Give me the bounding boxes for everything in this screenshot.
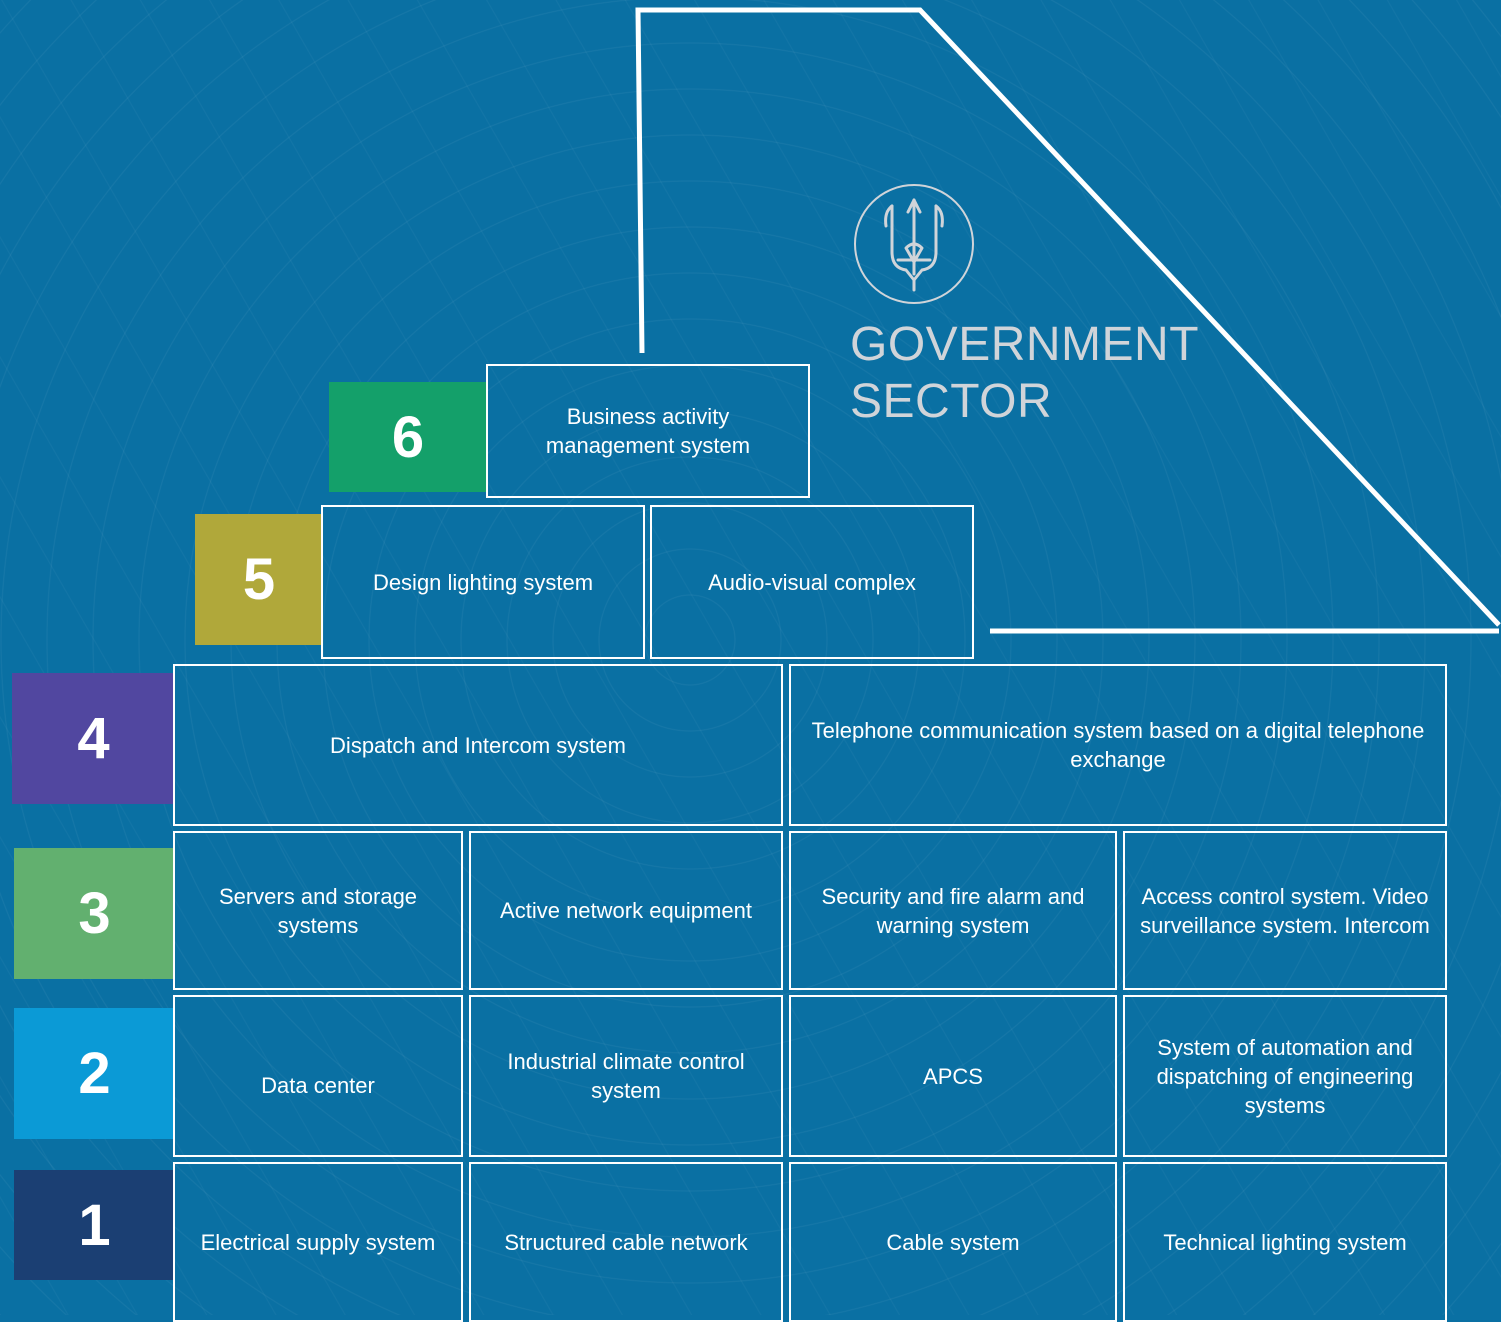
electrical-supply-cell: Electrical supply system: [173, 1162, 463, 1322]
level-2-badge: 2: [14, 1008, 175, 1139]
level-number: 6: [391, 404, 425, 470]
cell-label: Structured cable network: [504, 1229, 748, 1255]
level-number: 5: [242, 547, 276, 612]
cell-label: Technical lighting system: [1163, 1229, 1407, 1255]
cell-label: Industrial climate control system: [507, 1049, 745, 1103]
data-center-cell: Data center: [173, 995, 463, 1157]
industrial-climate-cell: Industrial climate control system: [469, 995, 783, 1157]
cell-label: Active network equipment: [500, 898, 752, 923]
brand-line-2: SECTOR: [850, 375, 1053, 428]
access-control-cell: Access control system. Video surveillanc…: [1123, 831, 1447, 990]
level-4-badge: 4: [12, 673, 175, 804]
security-fire-alarm-cell: Security and fire alarm and warning syst…: [789, 831, 1117, 990]
cable-system-cell: Cable system: [789, 1162, 1117, 1322]
cell-label: Cable system: [886, 1229, 1020, 1255]
technical-lighting-cell: Technical lighting system: [1123, 1162, 1447, 1322]
cell-label: Audio-visual complex: [708, 569, 916, 595]
brand-title: GOVERNMENT SECTOR: [850, 316, 1199, 430]
level-5-badge: 5: [195, 514, 323, 645]
trident-emblem-icon: [854, 184, 974, 304]
cell-label: Access control system. Video surveillanc…: [1140, 883, 1430, 938]
design-lighting-cell: Design lighting system: [321, 505, 645, 659]
servers-storage-cell: Servers and storage systems: [173, 831, 463, 990]
level-number: 4: [77, 706, 110, 771]
cell-label: Business activity management system: [545, 404, 751, 458]
cell-label: APCS: [923, 1063, 983, 1089]
cell-label: Servers and storage systems: [218, 883, 418, 938]
level-number: 3: [78, 881, 111, 946]
structured-cable-cell: Structured cable network: [469, 1162, 783, 1322]
cell-label: Dispatch and Intercom system: [330, 732, 626, 758]
level-number: 2: [78, 1041, 111, 1106]
level-6-badge: 6: [329, 382, 487, 492]
brand-line-1: GOVERNMENT: [850, 318, 1200, 371]
cell-label: Telephone communication system based on …: [811, 718, 1425, 772]
level-number: 1: [78, 1192, 111, 1258]
automation-dispatching-cell: System of automation and dispatching of …: [1123, 995, 1447, 1157]
cell-label: System of automation and dispatching of …: [1156, 1034, 1414, 1118]
cell-label: Security and fire alarm and warning syst…: [821, 883, 1085, 938]
dispatch-intercom-cell: Dispatch and Intercom system: [173, 664, 783, 826]
business-activity-cell: Business activity management system: [486, 364, 810, 498]
active-network-cell: Active network equipment: [469, 831, 783, 990]
cell-label: Design lighting system: [372, 569, 594, 595]
cell-label: Electrical supply system: [200, 1229, 436, 1255]
level-1-badge: 1: [14, 1170, 175, 1280]
level-3-badge: 3: [14, 848, 175, 979]
apcs-cell: APCS: [789, 995, 1117, 1157]
audio-visual-cell: Audio-visual complex: [650, 505, 974, 659]
cell-label: Data center: [261, 1072, 375, 1098]
telephone-communication-cell: Telephone communication system based on …: [789, 664, 1447, 826]
